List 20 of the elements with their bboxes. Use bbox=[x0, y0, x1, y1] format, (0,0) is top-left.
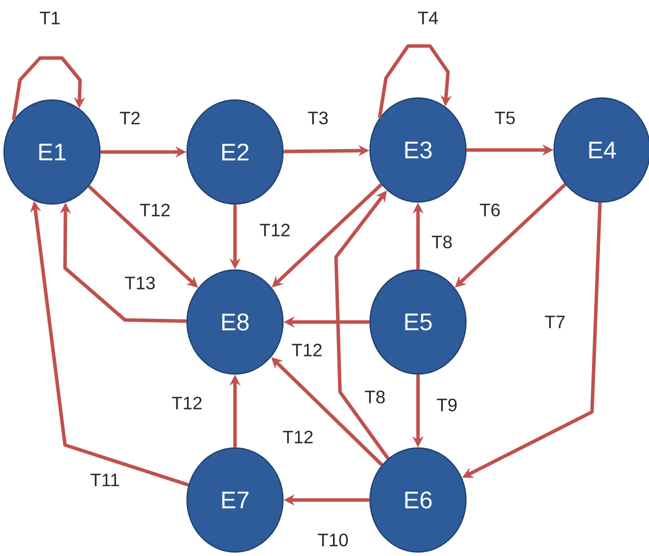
edge-label: T12 bbox=[258, 222, 292, 238]
edge-label: T12 bbox=[138, 202, 172, 218]
edge-label: T2 bbox=[118, 110, 142, 126]
edge-label: T8 bbox=[364, 390, 386, 404]
edge-label: T13 bbox=[124, 276, 156, 290]
edge-label: T3 bbox=[306, 110, 330, 126]
edge-label: T11 bbox=[89, 472, 121, 488]
edge-label: T10 bbox=[316, 532, 350, 548]
edge-label: T8 bbox=[430, 234, 454, 250]
edge-label: T12 bbox=[290, 342, 324, 358]
edge-label: T5 bbox=[494, 110, 516, 126]
arrow bbox=[12, 56, 86, 120]
edge-label: T12 bbox=[282, 430, 314, 444]
edge-label: T9 bbox=[436, 398, 458, 412]
edge-label: T1 bbox=[38, 10, 62, 26]
edge-label: T4 bbox=[416, 10, 440, 26]
edge-label: T7 bbox=[544, 314, 566, 330]
arrow bbox=[378, 44, 452, 118]
edge-label: T12 bbox=[170, 396, 204, 410]
edge-label: T6 bbox=[478, 202, 502, 218]
